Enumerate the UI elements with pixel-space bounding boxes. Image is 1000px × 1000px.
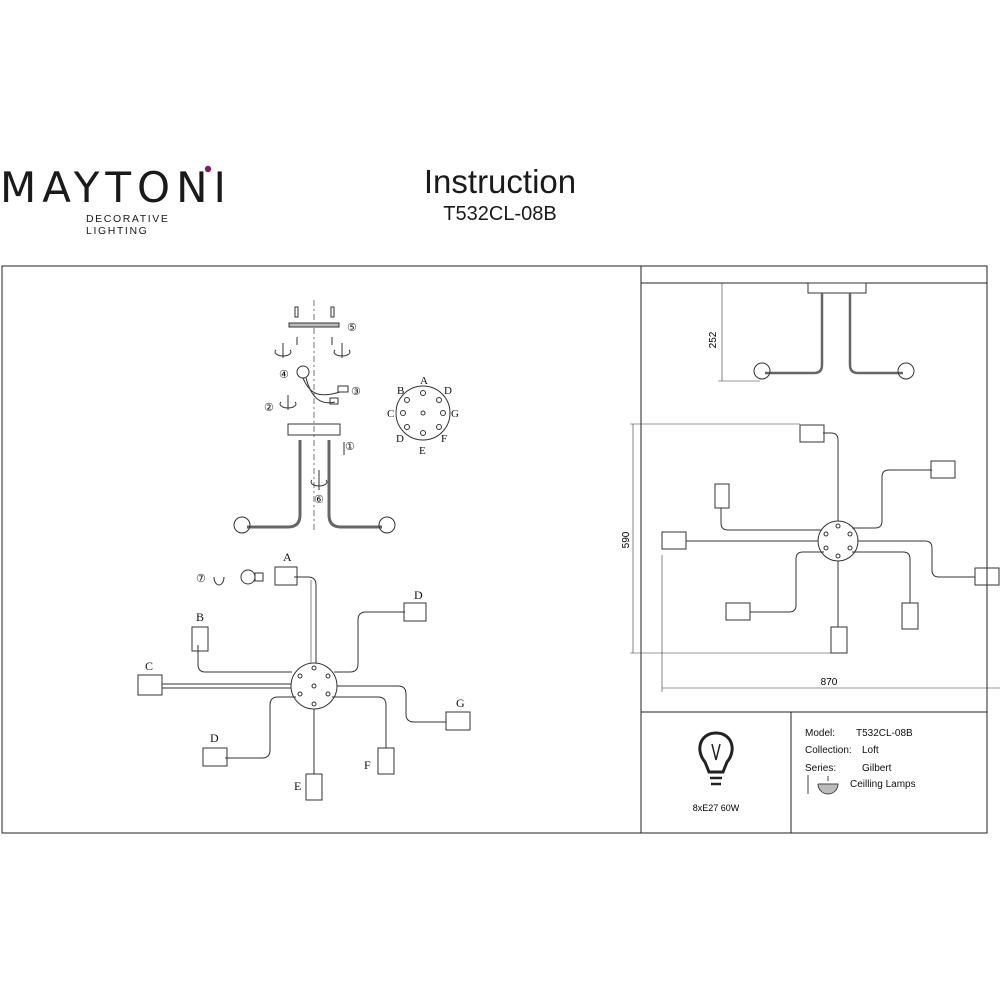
top-socket [930,460,956,479]
screw-icon [330,306,335,318]
drawing-frame [1,265,988,834]
wire [302,377,341,396]
layout-label-b: B [196,610,204,624]
connector-icon [296,365,310,379]
brand-name: MAYTONI [0,163,232,212]
brand-tagline: DECORATIVE LIGHTING [86,213,170,237]
step-4-label: ④ [279,369,289,381]
terminal-icon [337,385,349,393]
step-7-label: ⑦ [196,573,206,585]
socket-c [137,674,163,696]
rosette-label-a: A [420,375,428,387]
socket-e [305,773,323,801]
rotate-icon [213,576,225,586]
side-view [718,282,915,382]
top-socket [661,531,687,550]
top-socket [725,602,751,621]
step-2-label: ② [264,402,274,414]
top-socket [714,483,730,509]
collection-value: Loft [862,745,879,756]
layout-label-a: A [283,550,292,564]
ceiling-lamp-icon [807,775,839,795]
lamp-type: Ceilling Lamps [850,779,916,790]
side-canopy [807,282,867,294]
step-1-label: ① [345,441,355,453]
collection-label: Collection: [805,745,852,756]
socket-end-right [378,516,396,534]
bulb-icon [240,569,256,585]
socket-d [403,602,427,622]
bulb-step [213,569,264,586]
layout-label-c: C [145,659,153,673]
exploded-assembly [233,300,396,534]
layout-label-d: D [414,588,423,602]
page-title: Instruction [423,163,577,200]
layout-label-d2: D [210,731,219,745]
arm-left [247,440,302,529]
canopy [287,423,341,436]
step-3-label: ③ [351,386,361,398]
top-view [630,423,1000,692]
mounting-bar [288,322,340,328]
bulb-base-icon [254,572,264,582]
top-socket [974,567,1000,586]
model-code: T532CL-08B [443,203,557,225]
layout-label-e: E [294,779,301,793]
layout-label-g: G [456,696,465,710]
rosette-label-g: G [451,408,459,420]
rosette-label-d2: D [396,433,404,445]
step-6-label: ⑥ [314,494,324,506]
rosette-label-e: E [419,445,426,457]
rosette-diagram [395,385,451,441]
socket-b [191,626,209,652]
wire [305,377,336,404]
model-value: T532CL-08B [856,728,913,739]
layout-label-f: F [364,758,371,772]
width-dimension: 870 [821,677,838,688]
series-value: Gilbert [862,763,892,774]
top-rosette [817,520,859,562]
socket-a [274,566,298,586]
series-label: Series: [805,763,836,774]
rosette-label-c: C [387,408,394,420]
bulb-spec: 8xE27 60W [693,803,740,813]
socket-end-left [233,516,251,534]
socket-f [377,747,395,775]
rosette-plate [395,385,451,441]
rosette-label-f: F [441,433,447,445]
screw-icon [294,306,299,318]
rosette-label-b: B [397,385,404,397]
top-socket [799,424,825,443]
arm-right [327,440,382,529]
depth-dimension: 590 [621,531,632,548]
socket-g [445,711,471,731]
socket-d2 [202,747,228,767]
top-socket [901,602,919,630]
top-socket [830,626,848,654]
height-dimension: 252 [708,331,719,348]
model-label: Model: [805,728,835,739]
brand-logo: MAYTONI DECORATIVE LIGHTING [0,163,232,238]
terminal-icon [329,397,339,405]
rosette-label-d: D [444,385,452,397]
step-5-label: ⑤ [347,322,357,334]
socket-layout-plan [137,566,471,801]
bulb-icon [698,731,734,786]
